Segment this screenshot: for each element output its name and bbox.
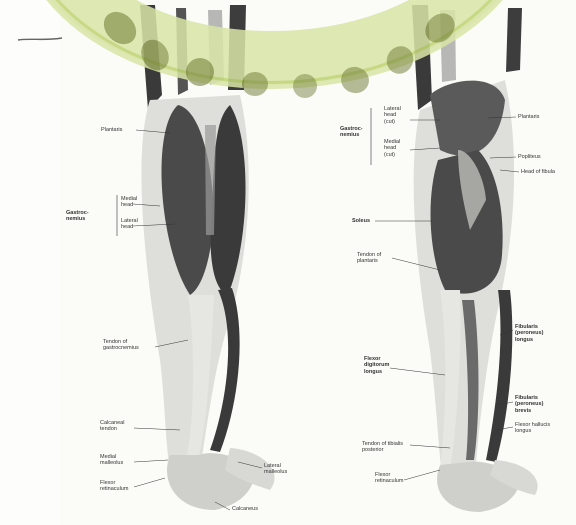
label-lateral-head-cut: Lateral head (cut) (384, 106, 401, 125)
label-calcaneus: Calcaneus (232, 506, 258, 512)
label-flexor-retinaculum-left: Flexor retinaculum (100, 480, 128, 493)
label-calcaneal-tendon: Calcaneal tendon (100, 420, 124, 433)
label-fibularis-longus: Fibularis (peroneus) longus (515, 324, 543, 343)
label-tendon-of-plantaris: Tendon of plantaris (357, 252, 381, 265)
label-tendon-of-tibialis-posterior: Tendon of tibialis posterior (362, 441, 403, 454)
label-flexor-hallucis-longus: Flexor hallucis longus (515, 422, 550, 435)
label-gastrocnemius-right: Gastroc- nemius (340, 126, 363, 139)
label-plantaris-right: Plantaris (518, 114, 539, 120)
label-flexor-retinaculum-right: Flexor retinaculum (375, 472, 403, 485)
label-lateral-malleolus: Lateral malleolus (264, 463, 287, 476)
label-head-of-fibula: Head of fibula (521, 169, 555, 175)
label-soleus: Soleus (352, 218, 370, 224)
label-medial-head-cut: Medial head (cut) (384, 139, 400, 158)
label-medial-head: Medial head (121, 196, 137, 209)
label-plantaris-left: Plantaris (101, 127, 122, 133)
label-fibularis-brevis: Fibularis (peroneus) brevis (515, 395, 543, 414)
label-gastrocnemius-left: Gastroc- nemius (66, 210, 89, 223)
label-lateral-head: Lateral head (121, 218, 138, 231)
label-medial-malleolus: Medial malleolus (100, 454, 123, 467)
label-tendon-of-gastrocnemius: Tendon of gastrocnemius (103, 339, 139, 352)
label-flexor-digitorum-longus: Flexor digitorum longus (364, 356, 389, 375)
label-popliteus: Popliteus (518, 154, 541, 160)
